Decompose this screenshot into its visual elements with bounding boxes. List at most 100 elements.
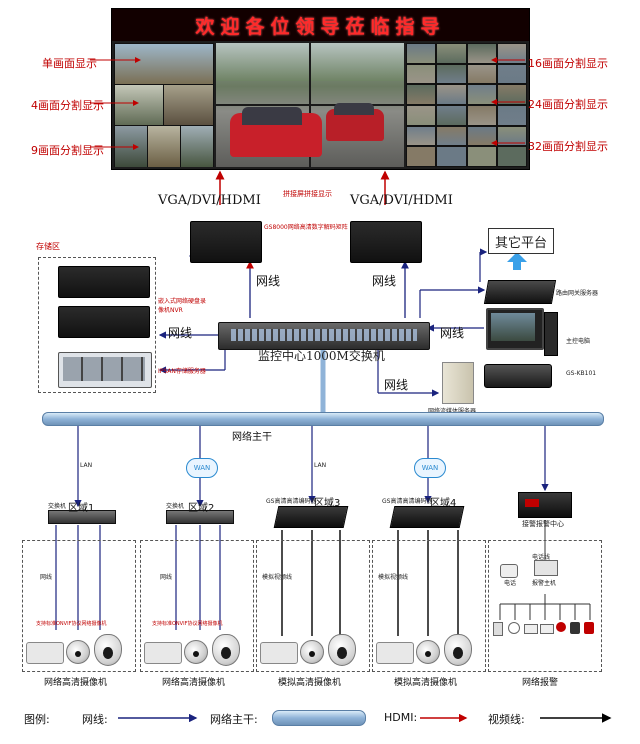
nvr-label: 嵌入式网络硬盘录像机NVR: [158, 298, 207, 314]
grid-tile: [496, 63, 527, 85]
gateway-server: [483, 280, 557, 304]
zone1-box: [22, 540, 136, 672]
legend-backbone-pipe: [272, 710, 366, 726]
speed-dome-camera: [444, 634, 472, 666]
ipsan-server: [58, 352, 152, 388]
zone2-caption: 网络高清摄像机: [162, 678, 226, 688]
zone2-switch: [166, 510, 234, 524]
zone1-caption: 网络高清摄像机: [44, 678, 108, 688]
speed-dome-camera: [328, 634, 356, 666]
ipsan-label: IPSAN存储服务器: [158, 368, 206, 375]
grid-tile: [496, 125, 527, 147]
alarm-host-label: 报警主机: [532, 580, 557, 587]
zone4-box: [372, 540, 486, 672]
grid-tile: [436, 125, 467, 147]
other-platform-label: 其它平台: [494, 235, 547, 251]
zone2-name: 区域2: [188, 503, 215, 514]
sensor-icon: [508, 622, 520, 634]
grid-tile: [466, 43, 497, 64]
lan-label-mid: LAN: [314, 462, 327, 469]
grid-tile: [406, 146, 437, 167]
host-monitor: [486, 308, 544, 350]
zone3-caption: 模拟高清摄像机: [278, 678, 342, 688]
sensor-icon: [540, 624, 554, 634]
zone1-device-label: 交换机: [48, 503, 67, 510]
backbone-pipe: [42, 412, 604, 426]
wan-cloud-left: WAN: [186, 458, 218, 478]
label-16-view: 16画面分割显示: [528, 57, 608, 70]
zone3-name: 区域3: [314, 498, 341, 509]
net-label-5: 网线: [384, 378, 409, 392]
net-label-2: 网线: [372, 274, 397, 288]
other-platform-box: 其它平台: [488, 228, 554, 254]
storage-title: 存储区: [36, 242, 60, 251]
nvr-top: [58, 266, 150, 298]
grid-tile: [436, 105, 467, 126]
control-keyboard: [484, 364, 552, 388]
zone4-encoder: [389, 506, 465, 528]
center-screen: [216, 43, 404, 167]
legend-backbone: 网络主干:: [210, 713, 258, 726]
alarm-host-device: [534, 560, 558, 576]
label-single-view: 单画面显示: [42, 57, 97, 70]
zone4-name: 区域4: [430, 498, 457, 509]
dome-camera: [66, 640, 90, 664]
media-server: [442, 362, 474, 404]
zone1-name: 区域1: [68, 503, 95, 514]
grid-tile: [436, 146, 467, 167]
alarm-caption: 网络报警: [522, 678, 559, 688]
grid-tile: [406, 63, 437, 85]
alarm-phone-label: 电话: [504, 580, 517, 587]
zone2-device-label: 交换机: [166, 503, 185, 510]
grid-tile: [436, 63, 467, 85]
sensor-icon: [584, 622, 594, 634]
zone3-box: [256, 540, 370, 672]
gateway-label: 路由网关服务器: [556, 290, 599, 297]
label-32-view: 32画面分割显示: [528, 140, 608, 153]
backbone-label: 网络主干: [232, 432, 272, 443]
keyboard-label: GS-KB101: [566, 370, 597, 377]
wan-cloud-right: WAN: [414, 458, 446, 478]
alarm-center-device: [518, 492, 572, 518]
zone2-link-label: 网线: [160, 574, 173, 581]
banner-text: 欢迎各位领导莅临指导: [195, 15, 446, 38]
interface-label-right: VGA/DVI/HDMI: [350, 193, 453, 208]
sensor-icon: [570, 622, 580, 634]
grid-tile: [496, 43, 527, 64]
label-24-view: 24画面分割显示: [528, 98, 608, 111]
zone1-link-label: 网线: [40, 574, 53, 581]
zone3-encoder: [273, 506, 349, 528]
label-9-view: 9画面分割显示: [31, 144, 104, 157]
zone4-device-label: GS高清高清编码器: [382, 498, 433, 505]
dome-camera: [416, 640, 440, 664]
host-label: 主控电脑: [566, 338, 591, 345]
media-server-label: 网络流媒体服务器: [428, 406, 476, 415]
sensor-icon: [493, 622, 503, 636]
grid-tile: [496, 84, 527, 105]
net-label-1: 网线: [256, 274, 281, 288]
right-screen: [406, 43, 527, 167]
wall-banner: 欢迎各位领导莅临指导: [112, 9, 529, 41]
bullet-camera: [26, 642, 64, 664]
alarm-center-label: 接警报警中心: [522, 520, 564, 528]
legend-hdmi: HDMI:: [384, 711, 418, 724]
bullet-camera: [260, 642, 298, 664]
host-tower: [544, 312, 558, 356]
sensor-icon: [556, 622, 566, 632]
bullet-camera: [376, 642, 414, 664]
grid-tile: [466, 146, 497, 167]
grid-tile: [466, 84, 497, 105]
zone2-box: [140, 540, 254, 672]
grid-tile: [436, 43, 467, 64]
sensor-icon: [524, 624, 538, 634]
zone4-caption: 模拟高清摄像机: [394, 678, 458, 688]
decoder-left: [190, 221, 262, 263]
decoder-label: GS8000网络高清数字解码矩阵: [264, 224, 348, 231]
zone3-link-label: 模拟视频线: [262, 574, 293, 581]
grid-tile: [406, 105, 437, 126]
interface-label-left: VGA/DVI/HDMI: [158, 193, 261, 208]
grid-tile: [406, 43, 437, 64]
core-switch: [218, 322, 430, 350]
zone1-camera-text: 支持标准ONVIF协议网络摄像机: [36, 621, 107, 627]
grid-tile: [406, 84, 437, 105]
